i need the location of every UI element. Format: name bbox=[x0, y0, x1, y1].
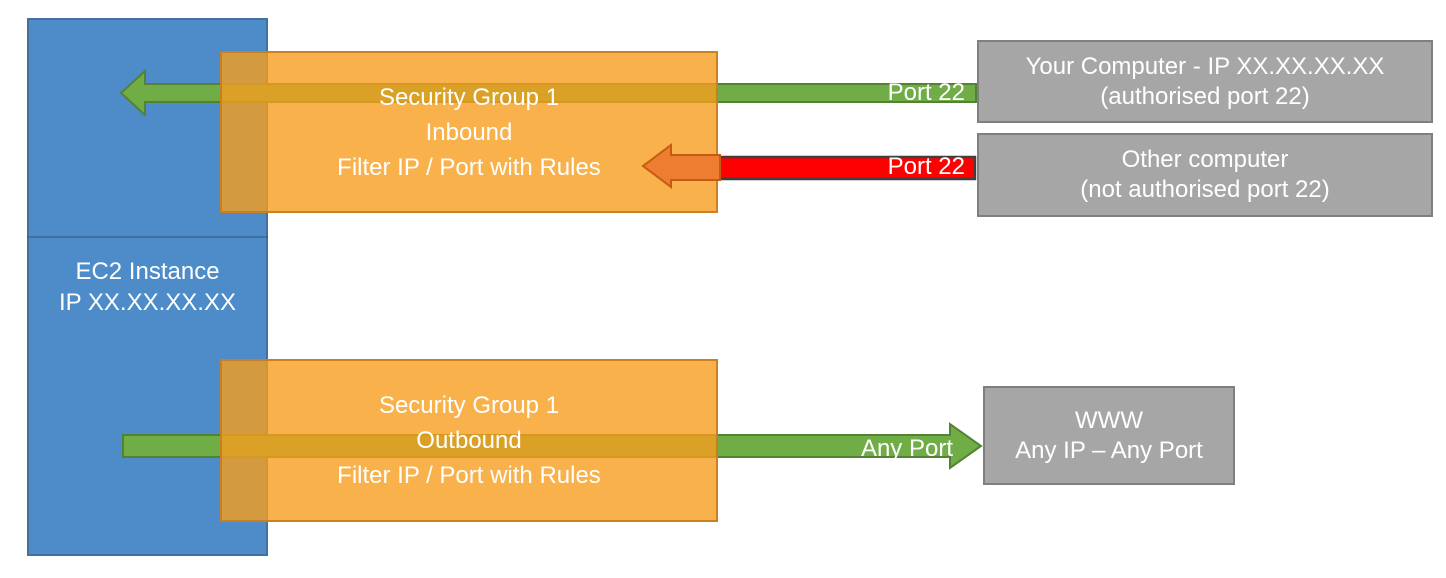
outbound-any-port-label: Any Port bbox=[860, 435, 953, 462]
www-title: WWW bbox=[1075, 406, 1143, 434]
security-group-inbound-rule: Filter IP / Port with Rules bbox=[337, 153, 601, 181]
security-group-outbound-direction: Outbound bbox=[416, 427, 522, 454]
other-computer-subtitle: (not authorised port 22) bbox=[1080, 176, 1330, 203]
www-subtitle: Any IP – Any Port bbox=[1015, 436, 1203, 464]
security-group-outbound-name: Security Group 1 bbox=[378, 392, 560, 419]
other-computer-title: Other computer bbox=[1121, 146, 1289, 173]
ec2-box-divider bbox=[27, 236, 268, 238]
inbound-blocked-port-label: Port 22 bbox=[887, 153, 965, 180]
security-group-outbound-box: Security Group 1 Outbound Filter IP / Po… bbox=[220, 359, 718, 522]
security-group-inbound-direction: Inbound bbox=[425, 118, 513, 146]
ec2-instance-ip: IP XX.XX.XX.XX bbox=[59, 289, 236, 316]
other-computer-box: Other computer (not authorised port 22) bbox=[977, 133, 1433, 217]
your-computer-subtitle: (authorised port 22) bbox=[1100, 82, 1310, 110]
security-group-inbound-name: Security Group 1 bbox=[378, 83, 560, 111]
inbound-allowed-port-label: Port 22 bbox=[887, 79, 965, 106]
security-group-inbound-box: Security Group 1 Inbound Filter IP / Por… bbox=[220, 51, 718, 213]
security-group-outbound-rule: Filter IP / Port with Rules bbox=[337, 462, 601, 489]
your-computer-box: Your Computer - IP XX.XX.XX.XX (authoris… bbox=[977, 40, 1433, 123]
your-computer-title: Your Computer - IP XX.XX.XX.XX bbox=[1025, 52, 1385, 80]
ec2-instance-name: EC2 Instance bbox=[75, 258, 220, 285]
www-box: WWW Any IP – Any Port bbox=[983, 386, 1235, 485]
